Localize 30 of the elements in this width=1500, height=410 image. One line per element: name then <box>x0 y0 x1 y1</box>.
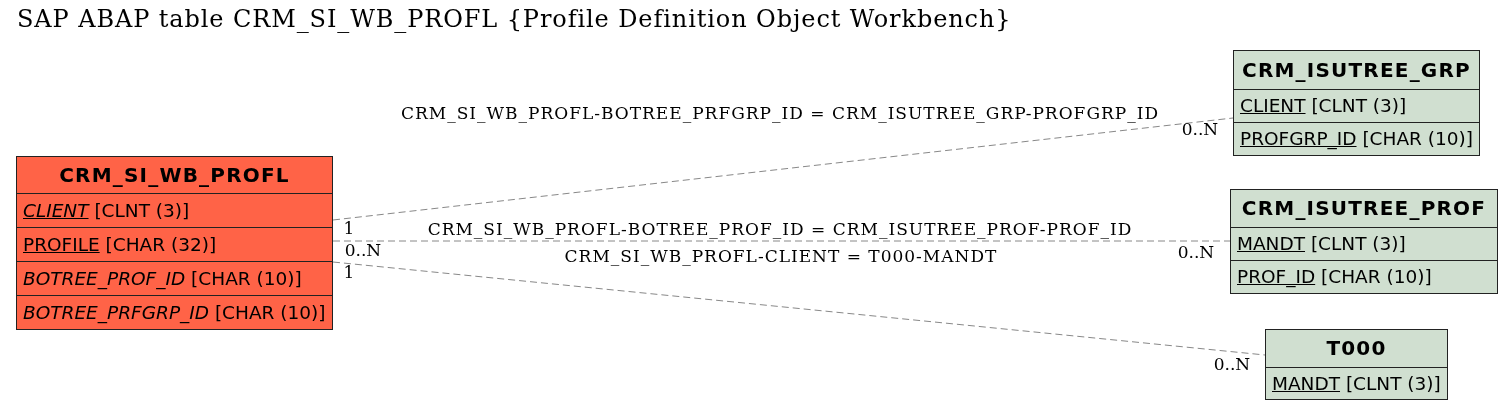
diagram-title: SAP ABAP table CRM_SI_WB_PROFL {Profile Definition Object Workbench} <box>17 5 1012 34</box>
table-header: CRM_ISUTREE_PROF <box>1240 195 1488 222</box>
cardinality-label: 0..N <box>1181 119 1219 139</box>
table-field: BOTREE_PROF_ID [CHAR (10)] <box>17 261 332 295</box>
relationship-line <box>332 240 1231 242</box>
relationship-line <box>332 117 1234 221</box>
cardinality-label: 0..N <box>1213 354 1251 374</box>
edge-label: CRM_SI_WB_PROFL-CLIENT = T000-MANDT <box>564 246 998 266</box>
table-field: MANDT [CLNT (3)] <box>1231 227 1497 260</box>
edge-label: CRM_SI_WB_PROFL-BOTREE_PROF_ID = CRM_ISUTREE_PROF-PROF_ID <box>427 219 1133 239</box>
table-field: PROFGRP_ID [CHAR (10)] <box>1234 122 1479 155</box>
table-header: CRM_ISUTREE_GRP <box>1241 57 1472 84</box>
cardinality-label: 0..N <box>344 240 382 260</box>
entity-table <box>1233 50 1480 156</box>
relationship-line <box>332 261 1266 356</box>
entity-table <box>1230 189 1498 294</box>
edge-label: CRM_SI_WB_PROFL-BOTREE_PRFGRP_ID = CRM_ISUTREE_GRP-PROFGRP_ID <box>400 103 1160 123</box>
table-header: T000 <box>1325 335 1388 362</box>
cardinality-label: 1 <box>343 262 355 282</box>
table-field: PROFILE [CHAR (32)] <box>17 227 332 261</box>
cardinality-label: 1 <box>343 218 355 238</box>
table-field: MANDT [CLNT (3)] <box>1266 367 1447 399</box>
entity-table <box>1265 329 1448 400</box>
entity-table <box>16 156 333 330</box>
table-field: PROF_ID [CHAR (10)] <box>1231 260 1497 293</box>
table-header: CRM_SI_WB_PROFL <box>58 162 291 189</box>
table-field: BOTREE_PRFGRP_ID [CHAR (10)] <box>17 295 332 329</box>
cardinality-label: 0..N <box>1177 242 1215 262</box>
table-field: CLIENT [CLNT (3)] <box>1234 89 1479 122</box>
table-field: CLIENT [CLNT (3)] <box>17 193 332 227</box>
